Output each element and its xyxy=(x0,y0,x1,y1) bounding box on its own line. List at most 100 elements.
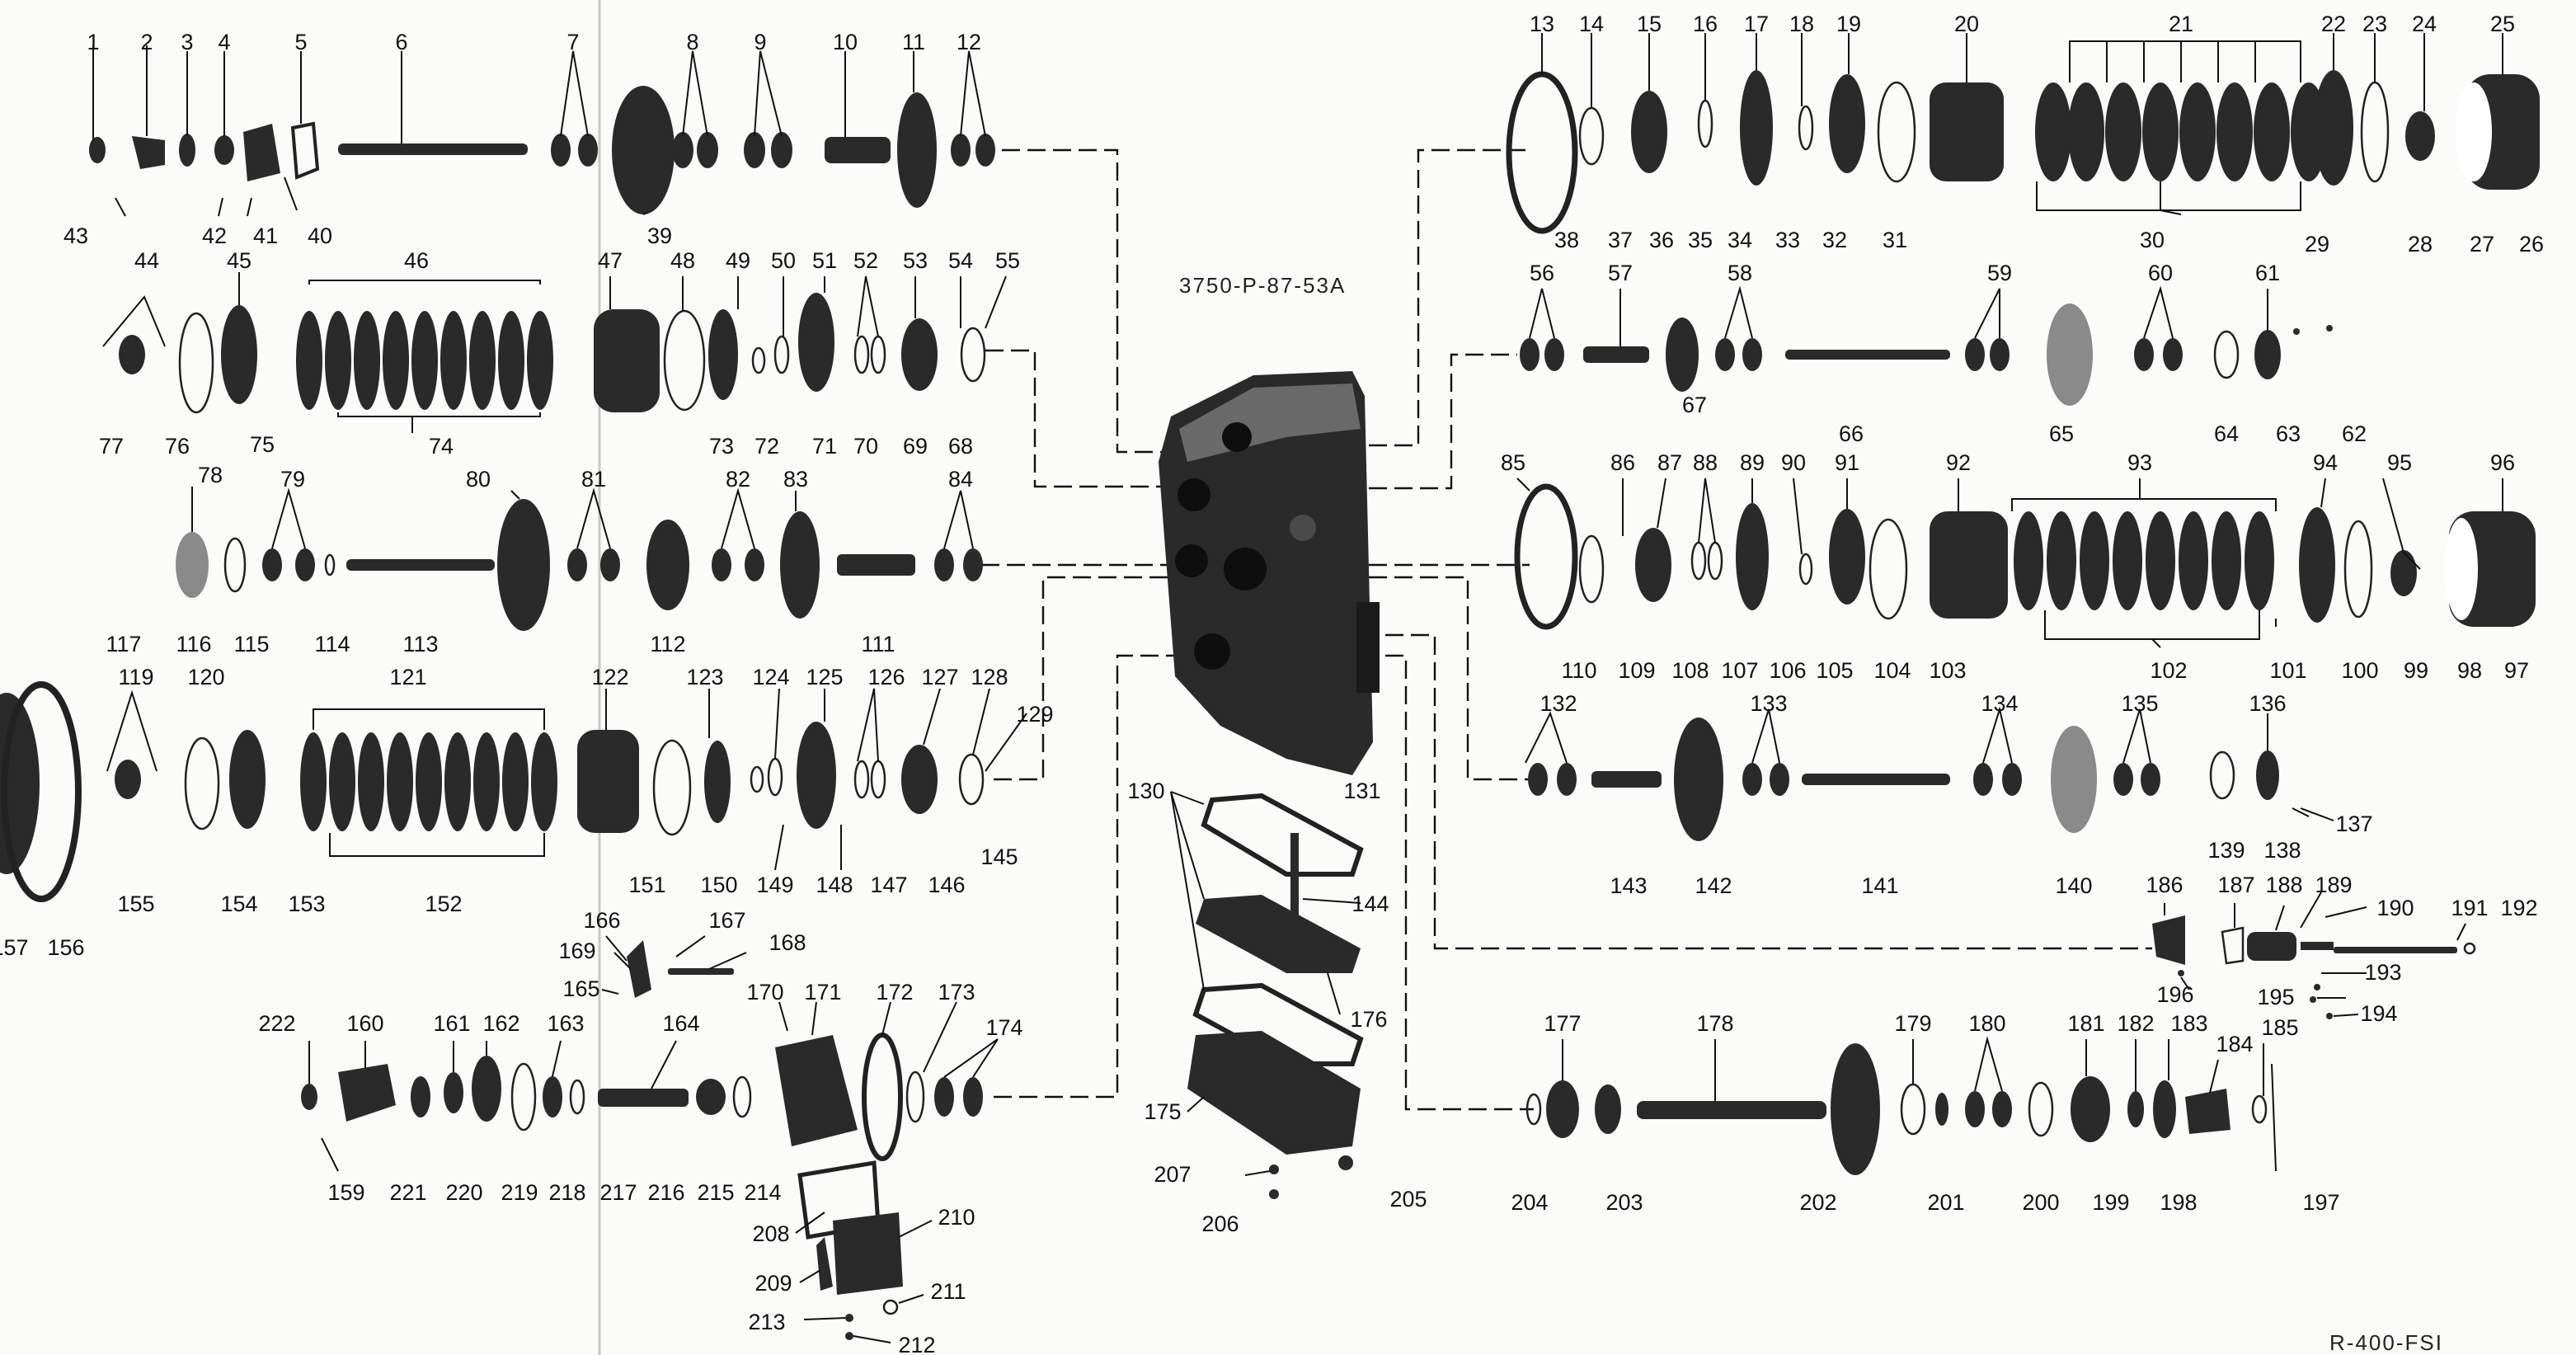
part-label: 92 xyxy=(1946,450,1971,475)
part-label: 215 xyxy=(697,1180,734,1205)
part-label: 202 xyxy=(1799,1190,1836,1215)
part-label: 171 xyxy=(804,980,841,1004)
part-label: 130 xyxy=(1127,779,1164,803)
part-label: 139 xyxy=(2207,838,2245,863)
part-label: 29 xyxy=(2305,232,2329,256)
part-label: 220 xyxy=(445,1180,482,1205)
part-label: 46 xyxy=(404,248,429,273)
part-label: 196 xyxy=(2156,982,2193,1007)
part-label: 206 xyxy=(1201,1212,1239,1236)
part-label: 200 xyxy=(2022,1190,2059,1215)
part-label: 4 xyxy=(218,30,230,54)
part-label: 132 xyxy=(1539,691,1577,716)
part-label: 82 xyxy=(726,467,750,492)
part-label: 1 xyxy=(87,30,99,54)
part-label: 173 xyxy=(938,980,975,1004)
part-label: 11 xyxy=(902,30,925,54)
part-label: 45 xyxy=(227,248,251,273)
part-label: 127 xyxy=(921,665,958,689)
part-label: 162 xyxy=(482,1011,519,1036)
footer-code: R-400-FSI xyxy=(2329,1330,2443,1355)
part-label: 152 xyxy=(425,892,462,916)
part-label: 50 xyxy=(771,248,796,273)
part-label: 56 xyxy=(1530,261,1554,285)
part-label: 157 xyxy=(0,935,29,960)
part-label: 9 xyxy=(754,30,766,54)
part-label: 22 xyxy=(2321,12,2346,36)
part-label: 41 xyxy=(253,223,278,248)
part-label: 133 xyxy=(1750,691,1787,716)
leader-lines xyxy=(92,33,2503,1343)
part-label: 151 xyxy=(628,873,665,897)
part-label: 75 xyxy=(250,432,275,457)
part-label: 190 xyxy=(2376,896,2414,920)
part-label: 8 xyxy=(686,30,698,54)
part-label: 128 xyxy=(971,665,1008,689)
part-label: 61 xyxy=(2255,261,2280,285)
part-label: 185 xyxy=(2261,1015,2298,1040)
part-label: 217 xyxy=(599,1180,637,1205)
part-label: 112 xyxy=(650,632,685,656)
part-label: 138 xyxy=(2263,838,2301,863)
part-label: 77 xyxy=(99,434,124,459)
part-label: 101 xyxy=(2269,658,2306,683)
part-label: 23 xyxy=(2362,12,2387,36)
part-label: 191 xyxy=(2451,896,2488,920)
part-label: 174 xyxy=(985,1015,1022,1040)
part-label: 142 xyxy=(1695,873,1732,898)
part-label: 178 xyxy=(1696,1011,1733,1036)
part-label: 6 xyxy=(395,30,407,54)
part-label: 193 xyxy=(2364,960,2401,985)
part-label: 100 xyxy=(2341,658,2378,683)
part-label: 95 xyxy=(2387,450,2412,475)
part-label: 39 xyxy=(647,223,672,248)
part-label: 126 xyxy=(867,665,905,689)
part-label: 51 xyxy=(812,248,837,273)
part-label: 184 xyxy=(2216,1032,2253,1056)
part-label: 69 xyxy=(903,434,928,459)
part-label: 211 xyxy=(930,1279,966,1304)
part-label: 187 xyxy=(2217,873,2254,897)
part-label: 117 xyxy=(106,632,141,656)
part-label: 153 xyxy=(288,892,325,916)
part-label: 25 xyxy=(2490,12,2515,36)
part-label: 48 xyxy=(670,248,695,273)
part-label: 32 xyxy=(1822,228,1847,252)
part-label: 47 xyxy=(598,248,623,273)
part-label: 205 xyxy=(1389,1187,1427,1212)
part-label: 28 xyxy=(2408,232,2433,256)
part-label: 145 xyxy=(980,845,1018,869)
part-label: 73 xyxy=(709,434,734,459)
part-label: 93 xyxy=(2127,450,2152,475)
part-label: 80 xyxy=(466,467,491,492)
part-label: 164 xyxy=(662,1011,699,1036)
part-label: 53 xyxy=(903,248,928,273)
part-label: 110 xyxy=(1561,658,1596,683)
part-label: 221 xyxy=(389,1180,426,1205)
part-label: 103 xyxy=(1929,658,1966,683)
part-label: 104 xyxy=(1873,658,1911,683)
part-label: 60 xyxy=(2148,261,2173,285)
part-label: 21 xyxy=(2169,12,2193,36)
part-label: 15 xyxy=(1637,12,1662,36)
part-label: 40 xyxy=(308,223,332,248)
part-label: 70 xyxy=(853,434,878,459)
part-label: 124 xyxy=(752,665,789,689)
part-label: 71 xyxy=(812,434,837,459)
part-shapes xyxy=(0,70,2540,1340)
part-label: 7 xyxy=(566,30,579,54)
part-label: 54 xyxy=(948,248,973,273)
part-label: 90 xyxy=(1781,450,1806,475)
part-label: 218 xyxy=(548,1180,585,1205)
part-label: 16 xyxy=(1693,12,1718,36)
part-label: 197 xyxy=(2302,1190,2339,1215)
part-label: 165 xyxy=(562,976,599,1001)
part-label: 94 xyxy=(2313,450,2338,475)
part-label: 219 xyxy=(501,1180,538,1205)
part-label: 180 xyxy=(1968,1011,2005,1036)
part-label: 141 xyxy=(1861,873,1898,898)
connector-lines xyxy=(981,148,2152,1111)
part-label: 5 xyxy=(294,30,307,54)
part-label: 87 xyxy=(1657,450,1682,475)
part-label: 35 xyxy=(1688,228,1713,252)
